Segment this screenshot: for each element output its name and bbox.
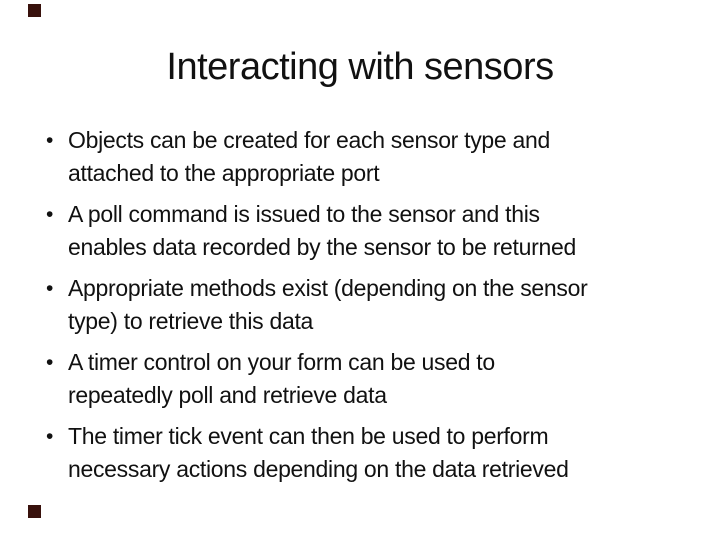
bullet-text: The timer tick event can then be used to… [68,420,680,486]
bullet-text-line: attached to the appropriate port [68,160,380,186]
bullet-text-line: Objects can be created for each sensor t… [68,127,550,153]
bullet-text: Objects can be created for each sensor t… [68,124,680,190]
bullet-marker: • [46,351,54,374]
bullet-text-line: A timer control on your form can be used… [68,349,495,375]
bullet-text: A poll command is issued to the sensor a… [68,198,680,264]
bullet-item: • A poll command is issued to the sensor… [40,198,680,264]
bullet-marker: • [46,277,54,300]
slide-title: Interacting with sensors [166,46,554,88]
bullet-text-line: A poll command is issued to the sensor a… [68,201,540,227]
bullet-marker: • [46,129,54,152]
bullet-text: A timer control on your form can be used… [68,346,680,412]
bullet-text-line: type) to retrieve this data [68,308,314,334]
bullet-text-line: repeatedly poll and retrieve data [68,382,387,408]
bullet-text-line: necessary actions depending on the data … [68,456,569,482]
bullet-item: • Objects can be created for each sensor… [40,124,680,190]
corner-accent-square-bottom [28,505,41,518]
bullet-item: • The timer tick event can then be used … [40,420,680,486]
corner-accent-square-top [28,4,41,17]
bullet-text-line: Appropriate methods exist (depending on … [68,275,588,301]
bullet-list: • Objects can be created for each sensor… [40,124,680,494]
bullet-marker: • [46,203,54,226]
bullet-text-line: The timer tick event can then be used to… [68,423,549,449]
bullet-item: • A timer control on your form can be us… [40,346,680,412]
bullet-item: • Appropriate methods exist (depending o… [40,272,680,338]
bullet-text: Appropriate methods exist (depending on … [68,272,680,338]
bullet-text-line: enables data recorded by the sensor to b… [68,234,576,260]
bullet-marker: • [46,425,54,448]
